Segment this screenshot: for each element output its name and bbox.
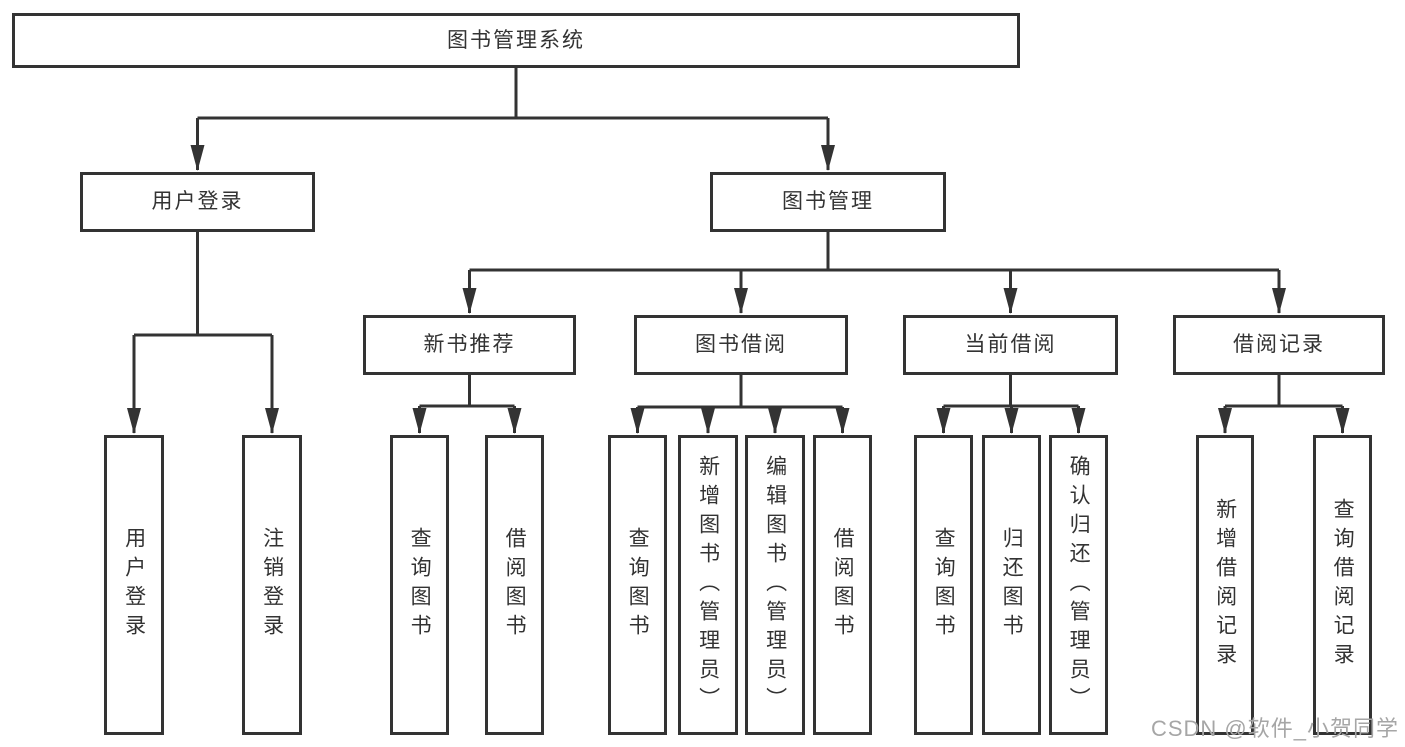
connector-root-to-level2 xyxy=(190,68,835,171)
leaf-borrow-books-2: 借阅图书 xyxy=(813,435,872,735)
connector-new-book-branch xyxy=(412,375,522,434)
node-borrow-records: 借阅记录 xyxy=(1173,315,1385,375)
connector-borrow-records-branch xyxy=(1218,375,1350,434)
leaf-user-login: 用户登录 xyxy=(104,435,164,735)
node-book-borrow: 图书借阅 xyxy=(634,315,848,375)
node-root-system: 图书管理系统 xyxy=(12,13,1020,68)
node-book-management: 图书管理 xyxy=(710,172,946,232)
leaf-add-books-admin: 新增图书（管理员） xyxy=(678,435,738,735)
node-new-book-recommend: 新书推荐 xyxy=(363,315,576,375)
leaf-borrow-books-1: 借阅图书 xyxy=(485,435,544,735)
leaf-confirm-return-admin: 确认归还（管理员） xyxy=(1049,435,1108,735)
node-user-login: 用户登录 xyxy=(80,172,315,232)
connector-user-login-branch xyxy=(127,232,279,434)
connector-book-borrow-branch xyxy=(630,375,850,434)
node-current-borrow: 当前借阅 xyxy=(903,315,1118,375)
leaf-query-books-1: 查询图书 xyxy=(390,435,449,735)
leaf-query-borrow-record: 查询借阅记录 xyxy=(1313,435,1372,735)
leaf-return-books: 归还图书 xyxy=(982,435,1041,735)
leaf-query-books-3: 查询图书 xyxy=(914,435,973,735)
leaf-logout: 注销登录 xyxy=(242,435,302,735)
leaf-edit-books-admin: 编辑图书（管理员） xyxy=(745,435,805,735)
leaf-query-books-2: 查询图书 xyxy=(608,435,667,735)
leaf-add-borrow-record: 新增借阅记录 xyxy=(1196,435,1254,735)
connector-book-mgmt-branch xyxy=(462,232,1286,314)
connector-current-borrow-branch xyxy=(936,375,1086,434)
